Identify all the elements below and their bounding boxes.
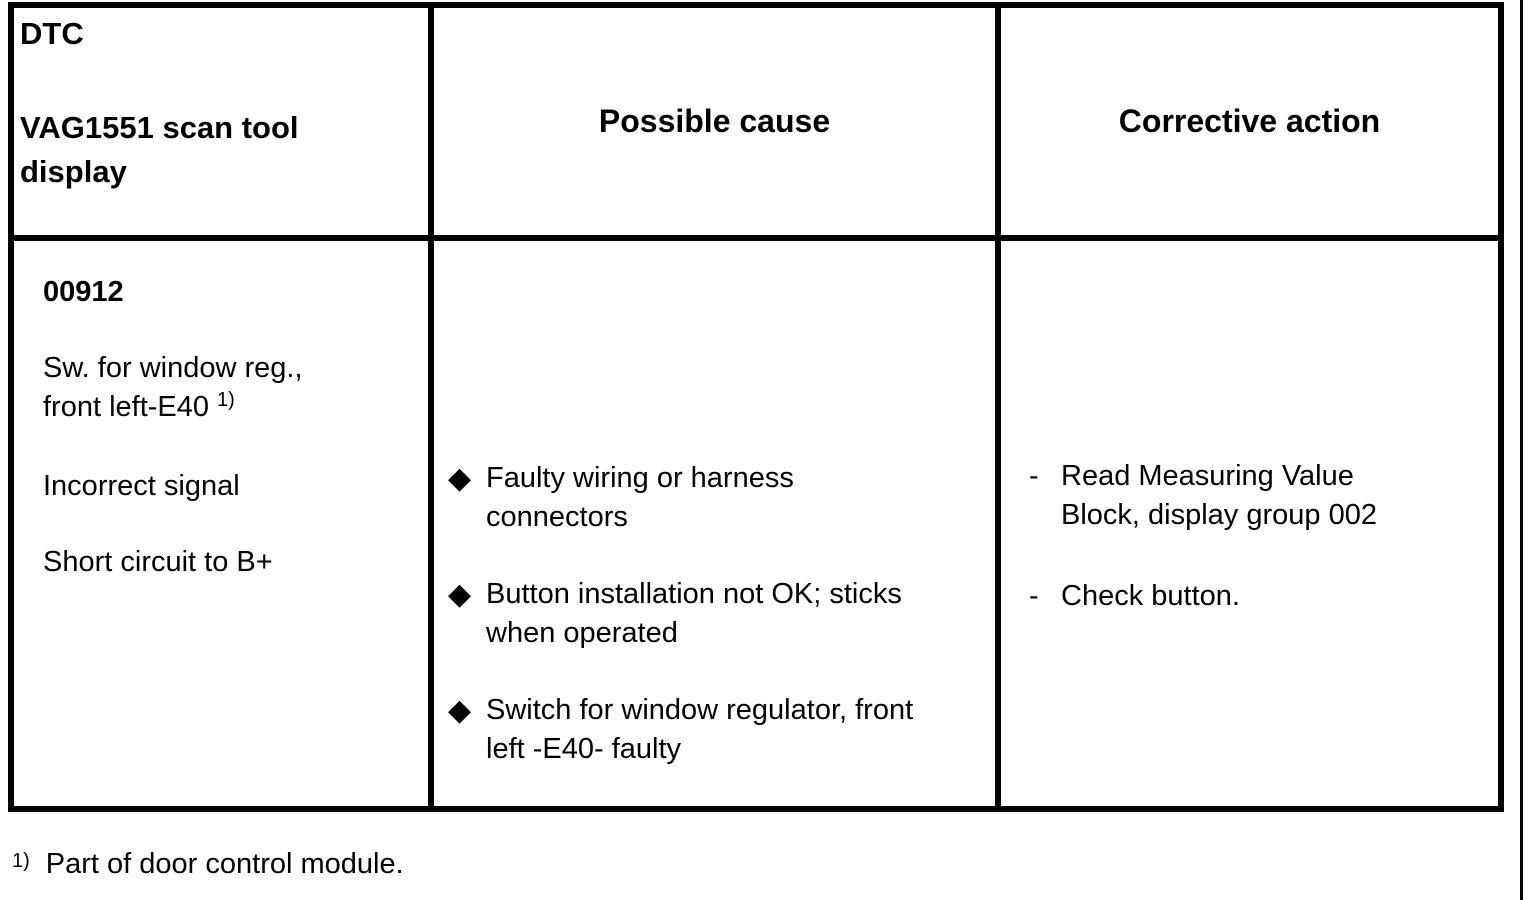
header-cell-corrective-action: Corrective action [995,8,1498,241]
cell-possible-causes: ◆ Faulty wiring or harness connectors ◆ … [428,241,995,806]
footnote-ref-superscript: 1) [217,389,235,411]
cause-item-2-line1: Button installation not OK; sticks [486,578,902,610]
diamond-bullet-icon: ◆ [448,462,472,495]
cause-item-1: ◆ Faulty wiring or harness connectors [448,459,987,537]
dash-bullet: - [1029,460,1039,492]
dtc-symptom-2: Short circuit to B+ [43,546,273,578]
footnote-text: Part of door control module. [45,848,404,880]
dtc-table: DTC VAG1551 scan tool display Possible c… [8,2,1504,812]
cause-item-3-text: Switch for window regulator, front left … [486,691,987,769]
header-dtc-label: DTC [20,16,84,51]
diamond-bullet-icon: ◆ [448,578,472,611]
diamond-bullet-icon: ◆ [448,694,472,727]
action-item-2-line1: Check button. [1061,580,1240,612]
cause-item-1-line2: connectors [486,501,628,533]
action-item-1-text: Read Measuring Value Block, display grou… [1061,457,1490,535]
header-corrective-action-label: Corrective action [1118,103,1381,139]
action-item-1-line2: Block, display group 002 [1061,499,1377,531]
action-item-2: - Check button. [1029,577,1490,616]
footnote: 1) Part of door control module. [12,845,404,887]
dtc-component: Sw. for window reg., front left-E40 1) [43,349,418,430]
cause-item-2: ◆ Button installation not OK; sticks whe… [448,575,987,653]
dash-bullet: - [1029,580,1039,612]
cause-item-2-line2: when operated [486,617,678,649]
header-scan-tool-label: VAG1551 scan tool display [20,106,422,194]
cause-item-1-line1: Faulty wiring or harness [486,462,794,494]
cell-corrective-actions: - Read Measuring Value Block, display gr… [995,241,1498,806]
header-scan-tool-line1: VAG1551 scan tool [20,110,299,145]
dtc-symptom-1: Incorrect signal [43,470,240,502]
cause-item-3-line1: Switch for window regulator, front [486,694,914,726]
header-scan-tool-line2: display [20,154,127,189]
cell-dtc-details: 00912 Sw. for window reg., front left-E4… [14,241,428,806]
cause-item-2-text: Button installation not OK; sticks when … [486,575,987,653]
cause-item-3: ◆ Switch for window regulator, front lef… [448,691,987,769]
action-item-1: - Read Measuring Value Block, display gr… [1029,457,1490,535]
header-cell-possible-cause: Possible cause [428,8,995,241]
cause-item-1-text: Faulty wiring or harness connectors [486,459,987,537]
cause-item-3-line2: left -E40- faulty [486,733,682,765]
dtc-component-line1: Sw. for window reg., [43,352,303,384]
dtc-code: 00912 [43,276,124,308]
header-cell-dtc: DTC VAG1551 scan tool display [14,8,428,241]
page-edge-divider [1520,0,1523,900]
dtc-component-line2: front left-E40 [43,391,210,423]
footnote-marker: 1) [12,850,30,872]
action-item-2-text: Check button. [1061,577,1490,616]
action-item-1-line1: Read Measuring Value [1061,460,1354,492]
header-possible-cause-label: Possible cause [598,103,831,139]
